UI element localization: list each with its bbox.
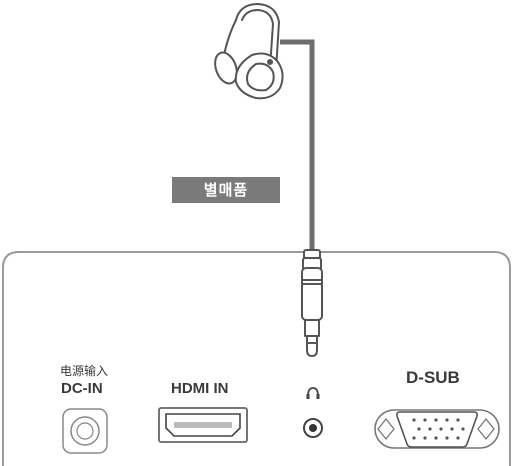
power-port-label: DC-IN: [61, 380, 103, 397]
power-port: [62, 408, 108, 454]
monitor-panel-outline: [2, 251, 511, 466]
vga-port: [374, 409, 500, 449]
hdmi-port-label: HDMI IN: [171, 380, 229, 397]
audio-plug: [301, 249, 323, 357]
headphone-cable: [280, 39, 315, 252]
power-port-label-cn: 电源输入: [60, 364, 109, 378]
headphones-illustration: [214, 3, 284, 100]
sold-separately-badge: 별매품: [172, 177, 280, 203]
headphone-port-icon: [303, 387, 323, 438]
hdmi-port: [158, 407, 248, 443]
vga-port-label: D-SUB: [406, 368, 460, 387]
